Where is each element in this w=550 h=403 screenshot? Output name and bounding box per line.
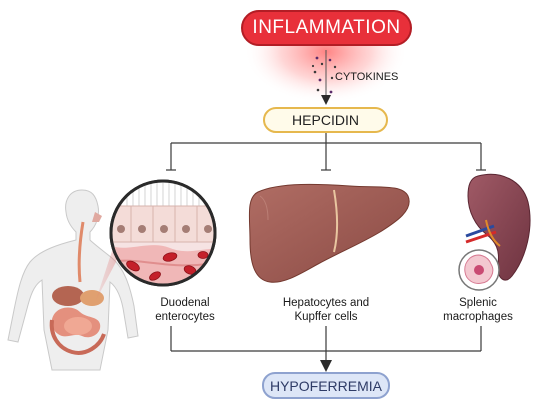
inflammation-node: INFLAMMATION [241, 10, 412, 46]
hepatocytes-kupffer-label: Hepatocytes and Kupffer cells [268, 296, 384, 324]
hypoferremia-connector [170, 326, 482, 372]
hepatocytes-label-line-2: Kupffer cells [294, 311, 358, 323]
cytokine-dots [311, 56, 337, 94]
hypoferremia-node: HYPOFERREMIA [262, 372, 390, 399]
hepcidin-node: HEPCIDIN [263, 107, 388, 133]
duodenum-zoom-circle [109, 179, 217, 287]
duodenal-enterocytes-label: Duodenal enterocytes [140, 296, 230, 324]
hepcidin-branches [166, 133, 486, 171]
splenic-label-line-2: macrophages [443, 311, 513, 323]
splenic-macrophages-label: Splenic macrophages [440, 296, 516, 324]
duodenal-label-line-1: Duodenal [160, 297, 210, 309]
hepatocytes-label-line-1: Hepatocytes and [282, 297, 370, 309]
macrophage-cell [458, 249, 500, 291]
cytokines-label: CYTOKINES [335, 71, 399, 83]
splenic-label-line-1: Splenic [459, 297, 497, 309]
liver [248, 183, 410, 283]
spleen [465, 173, 531, 281]
duodenal-label-line-2: enterocytes [155, 311, 215, 323]
